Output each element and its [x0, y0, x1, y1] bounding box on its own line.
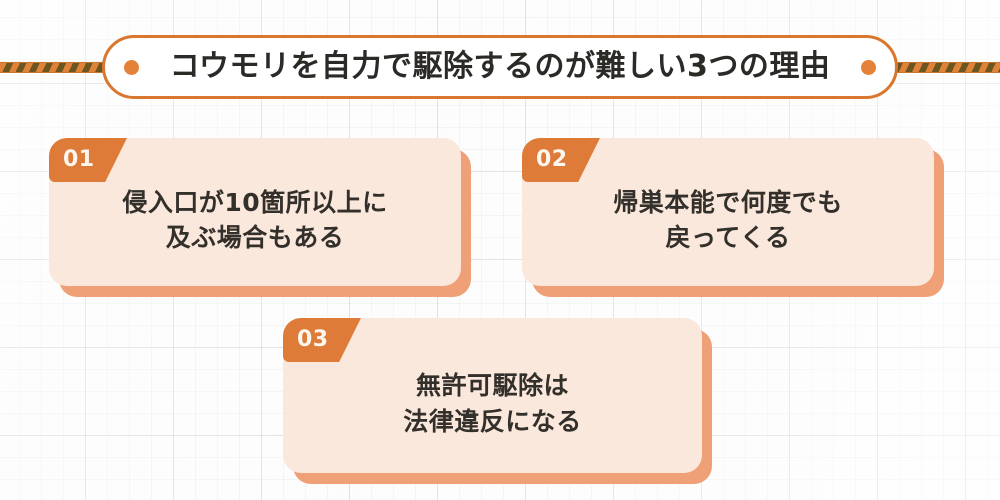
- reason-card-02: 帰巣本能で何度でも 戻ってくる 02: [522, 138, 944, 297]
- card-text: 侵入口が10箇所以上に 及ぶ場合もある: [122, 187, 388, 253]
- card-number-badge: 01: [49, 138, 127, 182]
- card-number-badge: 02: [522, 138, 600, 182]
- reason-card-01: 侵入口が10箇所以上に 及ぶ場合もある 01: [49, 138, 471, 297]
- card-text: 無許可駆除は 法律違反になる: [403, 371, 582, 436]
- reason-card-03: 無許可駆除は 法律違反になる 03: [283, 318, 712, 484]
- banner-dot-left-icon: [124, 60, 139, 75]
- card-body: 無許可駆除は 法律違反になる: [283, 318, 702, 473]
- striped-rope-left: [0, 62, 150, 73]
- card-body: 侵入口が10箇所以上に 及ぶ場合もある: [49, 138, 461, 286]
- card-number-label: 01: [63, 147, 95, 172]
- title-banner: コウモリを自力で駆除するのが難しい3つの理由: [102, 35, 898, 99]
- card-number-label: 02: [536, 147, 568, 172]
- page-title: コウモリを自力で駆除するのが難しい3つの理由: [169, 49, 831, 84]
- card-number-label: 03: [297, 327, 329, 352]
- banner-dot-right-icon: [861, 60, 876, 75]
- striped-rope-right: [850, 62, 1000, 73]
- card-text: 帰巣本能で何度でも 戻ってくる: [613, 187, 843, 253]
- card-body: 帰巣本能で何度でも 戻ってくる: [522, 138, 934, 286]
